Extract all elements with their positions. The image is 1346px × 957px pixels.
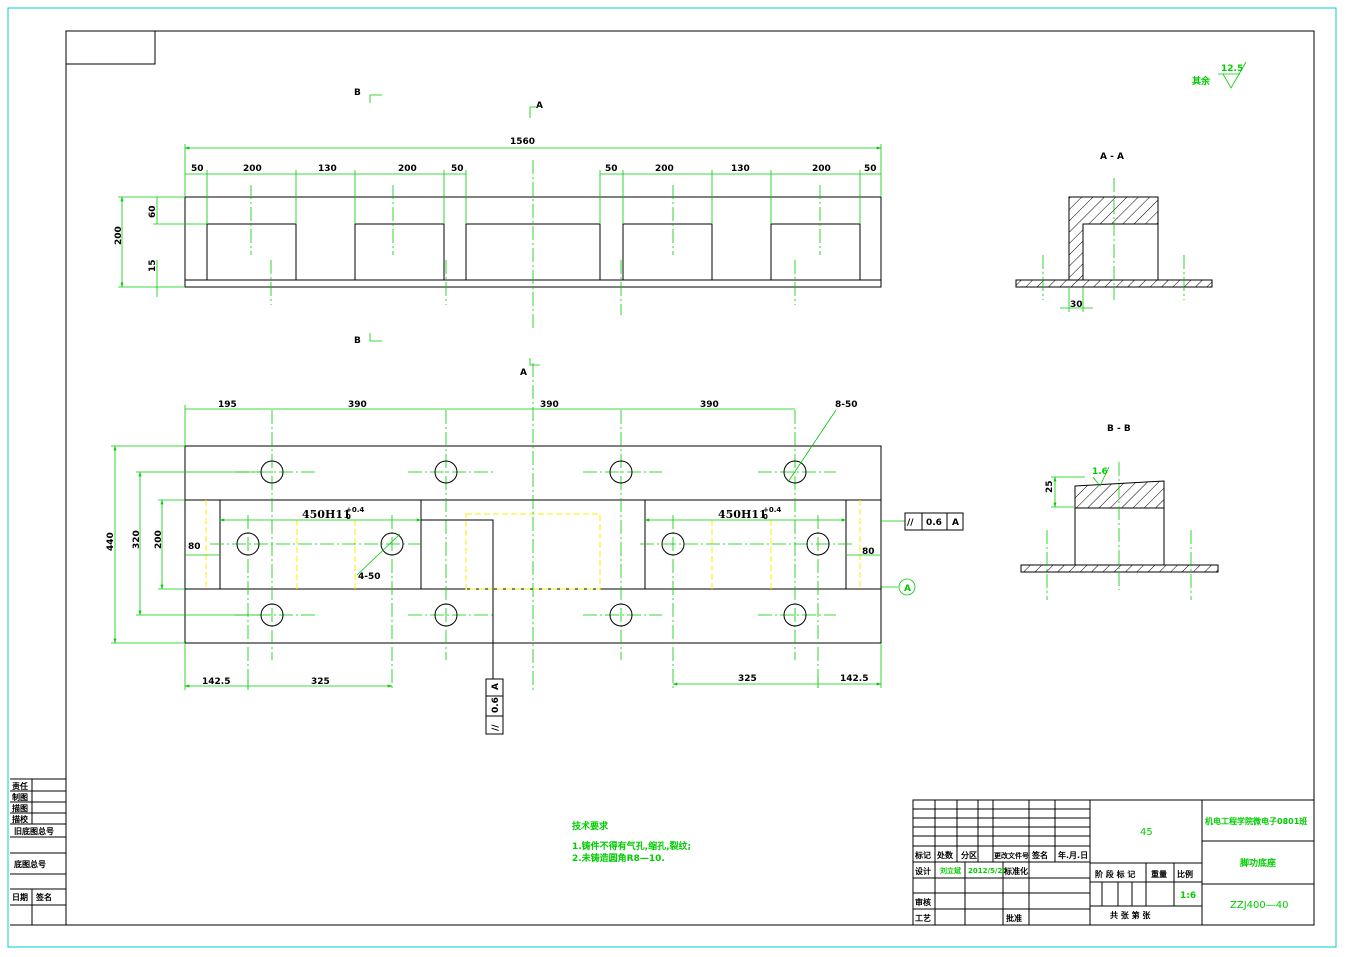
svg-text:0.6: 0.6 (491, 697, 501, 713)
svg-text:142.5: 142.5 (202, 677, 230, 687)
svg-text:A: A (491, 683, 501, 690)
plan-view: 195 390 390 390 8-50 4-50 450H11 +0.4 0 … (106, 363, 964, 735)
svg-text:阶 段 标 记: 阶 段 标 记 (1095, 869, 1135, 879)
other-surfaces-label: 其余 (1192, 75, 1211, 87)
tech-title: 技术要求 (572, 820, 609, 832)
inner-frame (65, 30, 1315, 926)
surface-roughness: 其余 12.5 (1192, 61, 1247, 89)
aa-dim: 30 (1070, 300, 1083, 310)
svg-text:60: 60 (148, 205, 158, 218)
technical-requirements: 技术要求 1.铸件不得有气孔,缩孔,裂纹; 2.未铸造圆角R8—10. (572, 820, 691, 864)
aa-title: A - A (1100, 152, 1124, 162)
svg-text:批准: 批准 (1006, 913, 1022, 923)
section-a-bottom: A (520, 368, 527, 378)
section-markers: B A B A (354, 88, 543, 378)
svg-text:440: 440 (106, 532, 116, 551)
svg-text:更改文件号: 更改文件号 (994, 851, 1029, 860)
datum-a-symbol: A (904, 584, 911, 594)
svg-text:比例: 比例 (1177, 869, 1193, 879)
svg-text:15: 15 (148, 259, 158, 272)
svg-text:标准化: 标准化 (1003, 866, 1028, 876)
fit-left: 450H11 (302, 508, 351, 521)
gt-datum-right: A (952, 518, 959, 528)
svg-text:325: 325 (311, 677, 330, 687)
svg-text:130: 130 (731, 164, 750, 174)
svg-text:200: 200 (655, 164, 674, 174)
svg-text://: // (491, 724, 501, 731)
svg-text:200: 200 (154, 530, 164, 549)
svg-text:50: 50 (864, 164, 877, 174)
bb-dim: 25 (1045, 480, 1055, 493)
svg-text:工艺: 工艺 (915, 913, 931, 923)
svg-text:142.5: 142.5 (840, 674, 868, 684)
svg-text:320: 320 (132, 530, 142, 549)
svg-text:旧底图总号: 旧底图总号 (14, 826, 54, 836)
section-bb: B - B 25 1.6 (1020, 424, 1219, 600)
section-b-bottom: B (354, 336, 361, 346)
svg-text:200: 200 (812, 164, 831, 174)
tech-line-1: 1.铸件不得有气孔,缩孔,裂纹; (572, 840, 691, 852)
roughness-value: 12.5 (1221, 64, 1243, 74)
gt-symbol-right: // (907, 518, 914, 528)
svg-text:0: 0 (346, 513, 351, 521)
svg-text:制图: 制图 (12, 792, 28, 802)
hole-callout-8: 8-50 (835, 400, 858, 410)
gt-value-right: 0.6 (926, 518, 942, 528)
svg-text:80: 80 (188, 542, 201, 552)
bb-roughness: 1.6 (1092, 467, 1108, 477)
scale: 1:6 (1180, 891, 1196, 901)
title-block: 标记 处数 分区 更改文件号 签名 年.月.日 设计 刘立斌 2012/5/20… (912, 799, 1315, 926)
left-side-block: 责任 制图 描图 描校 旧底图总号 底图总号 日期 签名 (10, 778, 66, 926)
svg-text:描校: 描校 (12, 814, 29, 824)
part-name: 脚功底座 (1240, 857, 1276, 869)
fit-right: 450H11 (718, 508, 767, 521)
svg-text:共 张 第 张: 共 张 第 张 (1110, 910, 1151, 920)
school-name: 机电工程学院微电子0801班 (1205, 816, 1307, 826)
svg-text:日期: 日期 (12, 892, 28, 902)
svg-text:签名: 签名 (35, 892, 52, 902)
svg-text:200: 200 (398, 164, 417, 174)
svg-text:+0.4: +0.4 (346, 506, 364, 514)
svg-text:描图: 描图 (12, 803, 28, 813)
svg-text:审核: 审核 (915, 897, 931, 907)
svg-text:195: 195 (218, 400, 237, 410)
svg-text:325: 325 (738, 674, 757, 684)
hole-callout-4: 4-50 (358, 572, 381, 582)
svg-text:年.月.日: 年.月.日 (1058, 850, 1088, 860)
svg-text:2012/5/20: 2012/5/20 (968, 867, 1007, 875)
svg-text:200: 200 (114, 226, 124, 245)
svg-text:390: 390 (700, 400, 719, 410)
svg-text:刘立斌: 刘立斌 (940, 866, 961, 875)
svg-text:+0.4: +0.4 (763, 506, 781, 514)
front-view: 1560 50 200 130 200 50 50 200 130 200 50… (114, 137, 882, 328)
drawing-number: ZZJ400—40 (1230, 900, 1288, 911)
svg-text:责任: 责任 (12, 781, 28, 791)
section-aa: A - A 30 (1015, 152, 1213, 312)
svg-text:签名: 签名 (1031, 850, 1048, 860)
section-b-top: B (354, 88, 361, 98)
material: 45 (1140, 827, 1153, 838)
svg-text:0: 0 (763, 513, 768, 521)
tech-line-2: 2.未铸造圆角R8—10. (572, 852, 665, 864)
dim-1560: 1560 (510, 137, 535, 147)
top-left-box (65, 30, 156, 65)
outer-frame (7, 7, 1337, 948)
svg-text:200: 200 (243, 164, 262, 174)
svg-text:50: 50 (605, 164, 618, 174)
svg-text:底图总号: 底图总号 (13, 859, 46, 869)
svg-text:重量: 重量 (1151, 869, 1167, 879)
svg-text:分区: 分区 (961, 850, 977, 860)
svg-text:390: 390 (540, 400, 559, 410)
svg-text:处数: 处数 (936, 850, 954, 860)
svg-text:标记: 标记 (914, 850, 931, 860)
section-a-top: A (536, 101, 543, 111)
svg-text:130: 130 (318, 164, 337, 174)
bb-title: B - B (1107, 424, 1131, 434)
svg-text:80: 80 (862, 547, 875, 557)
svg-text:390: 390 (348, 400, 367, 410)
svg-text:设计: 设计 (915, 866, 931, 876)
svg-text:50: 50 (451, 164, 464, 174)
svg-text:50: 50 (191, 164, 204, 174)
